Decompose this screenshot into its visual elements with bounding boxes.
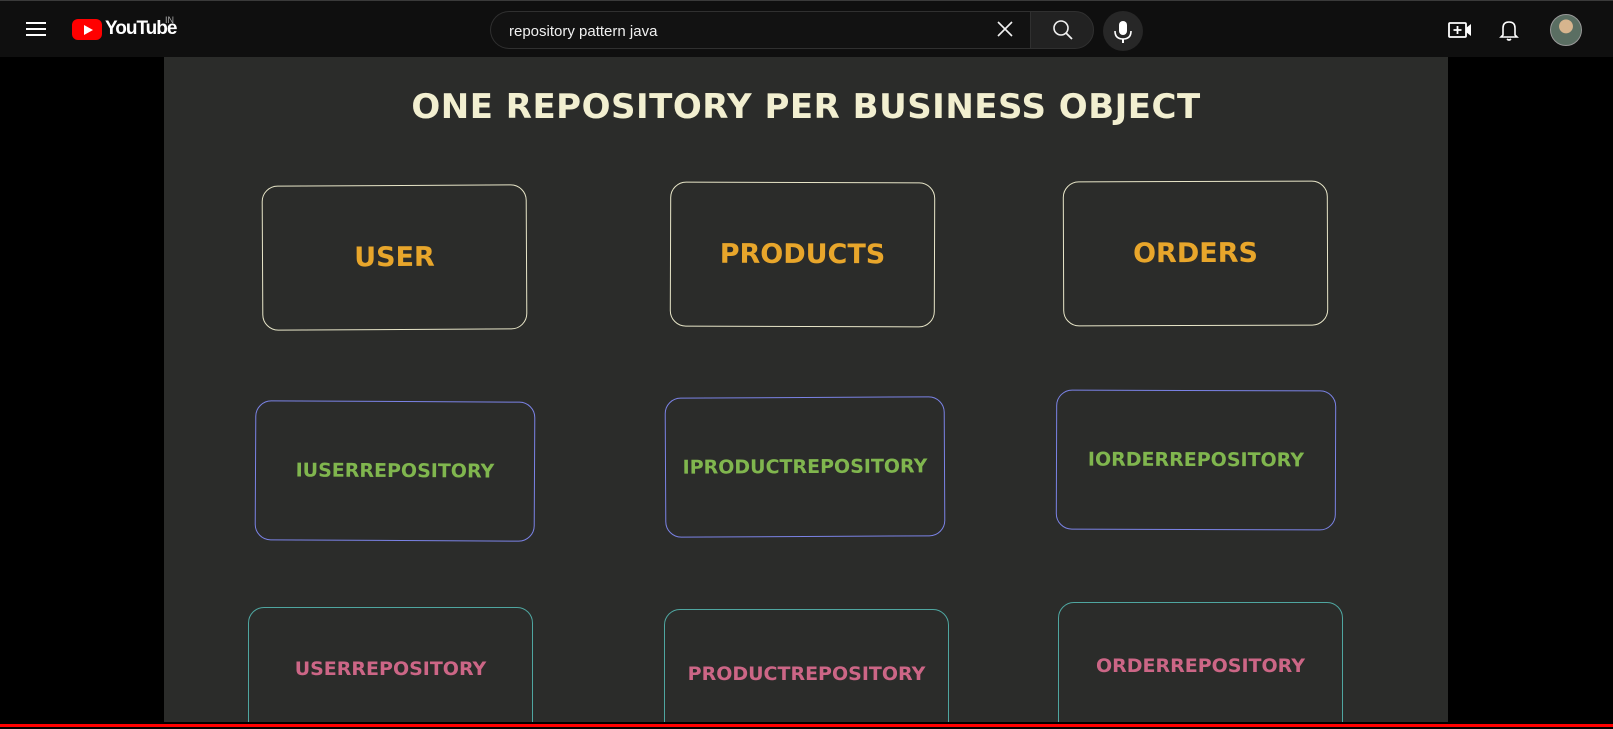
youtube-play-icon (72, 18, 102, 40)
implementation-order-repository: ORDERREPOSITORY (1058, 602, 1343, 722)
interface-product-repository: IPRODUCTREPOSITORY (664, 396, 946, 538)
bell-icon (1499, 21, 1519, 41)
progress-fill (0, 724, 1613, 727)
video-player[interactable]: ONE REPOSITORY PER BUSINESS OBJECT USER … (164, 57, 1448, 722)
menu-icon[interactable] (22, 17, 50, 41)
business-object-products: PRODUCTS (669, 181, 936, 328)
slide-title: ONE REPOSITORY PER BUSINESS OBJECT (411, 87, 1201, 127)
clear-icon (997, 21, 1013, 37)
country-code: IN (165, 15, 174, 25)
search-button[interactable] (1030, 11, 1094, 49)
search-box (490, 11, 1030, 50)
logo-text: YouTube (105, 18, 177, 39)
voice-search-button[interactable] (1103, 11, 1143, 51)
interface-user-repository: IUSERREPOSITORY (254, 400, 536, 542)
interface-order-repository: IORDERREPOSITORY (1055, 389, 1337, 531)
create-icon (1448, 22, 1471, 38)
top-bar: YouTube IN (0, 0, 1613, 57)
search-input[interactable] (507, 12, 981, 50)
create-button[interactable] (1446, 17, 1474, 43)
video-progress-bar[interactable] (0, 724, 1613, 727)
business-object-user: USER (261, 184, 528, 331)
avatar[interactable] (1550, 14, 1582, 46)
youtube-logo[interactable]: YouTube (72, 17, 177, 41)
mic-icon (1114, 21, 1132, 43)
search-icon (1053, 20, 1073, 40)
clear-search-button[interactable] (994, 18, 1016, 40)
notifications-button[interactable] (1495, 16, 1523, 44)
implementation-user-repository: USERREPOSITORY (248, 607, 533, 722)
business-object-orders: ORDERS (1062, 180, 1329, 327)
implementation-product-repository: PRODUCTREPOSITORY (664, 609, 949, 722)
